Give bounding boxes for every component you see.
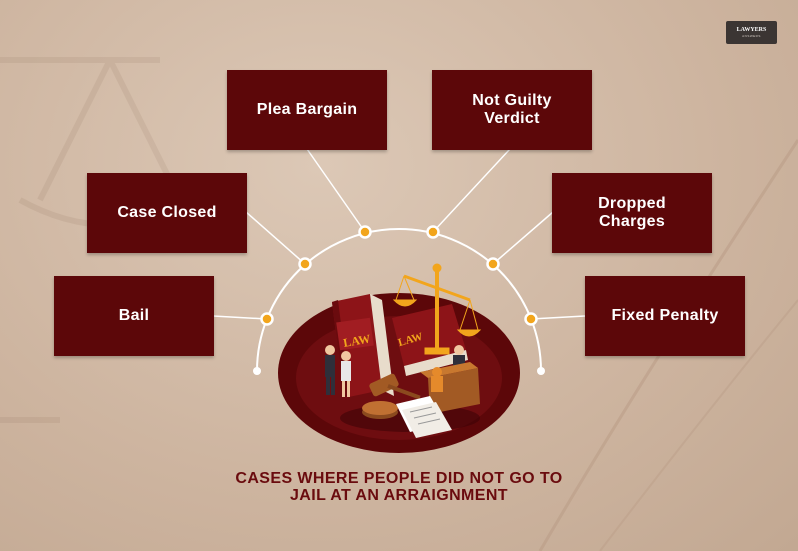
background-curve	[538, 139, 798, 551]
brand-logo: LAWYERS ANSWERS	[726, 21, 777, 44]
title-line-2: JAIL AT AN ARRAIGNMENT	[290, 487, 508, 504]
court-desk	[420, 345, 480, 414]
scales-of-justice	[392, 263, 482, 355]
fixed-penalty-label: Fixed Penalty	[611, 307, 719, 324]
documents	[396, 396, 452, 438]
brand-name: LAWYERS	[736, 27, 767, 33]
lawyer-figures	[325, 345, 351, 397]
not-guilty-verdict-box: Not Guilty Verdict	[432, 70, 592, 150]
fixed-penalty-box: Fixed Penalty	[585, 276, 745, 356]
law-book-left	[332, 294, 394, 398]
plea-bargain-box: Plea Bargain	[227, 70, 387, 150]
connector-arc	[256, 228, 542, 372]
bail-box: Bail	[54, 276, 214, 356]
case-closed-label: Case Closed	[117, 204, 217, 221]
brand-tagline: ANSWERS	[742, 34, 761, 38]
gavel	[362, 373, 421, 419]
bail-label: Bail	[118, 307, 150, 324]
dropped-charges-label: Dropped Charges	[598, 195, 666, 230]
law-book-left-label: LAW	[342, 331, 371, 350]
connector-lines	[212, 148, 586, 320]
not-guilty-verdict-label: Not Guilty Verdict	[472, 92, 552, 127]
infographic-title: CASES WHERE PEOPLE DID NOT GO TO JAIL AT…	[199, 470, 599, 504]
plea-bargain-label: Plea Bargain	[256, 101, 358, 118]
background-curve-2	[599, 299, 798, 551]
dropped-charges-box: Dropped Charges	[552, 173, 712, 253]
connector-dots	[253, 225, 545, 375]
title-line-1: CASES WHERE PEOPLE DID NOT GO TO	[235, 470, 563, 487]
case-closed-box: Case Closed	[87, 173, 247, 253]
law-illustration: LAW LAW	[278, 263, 520, 453]
